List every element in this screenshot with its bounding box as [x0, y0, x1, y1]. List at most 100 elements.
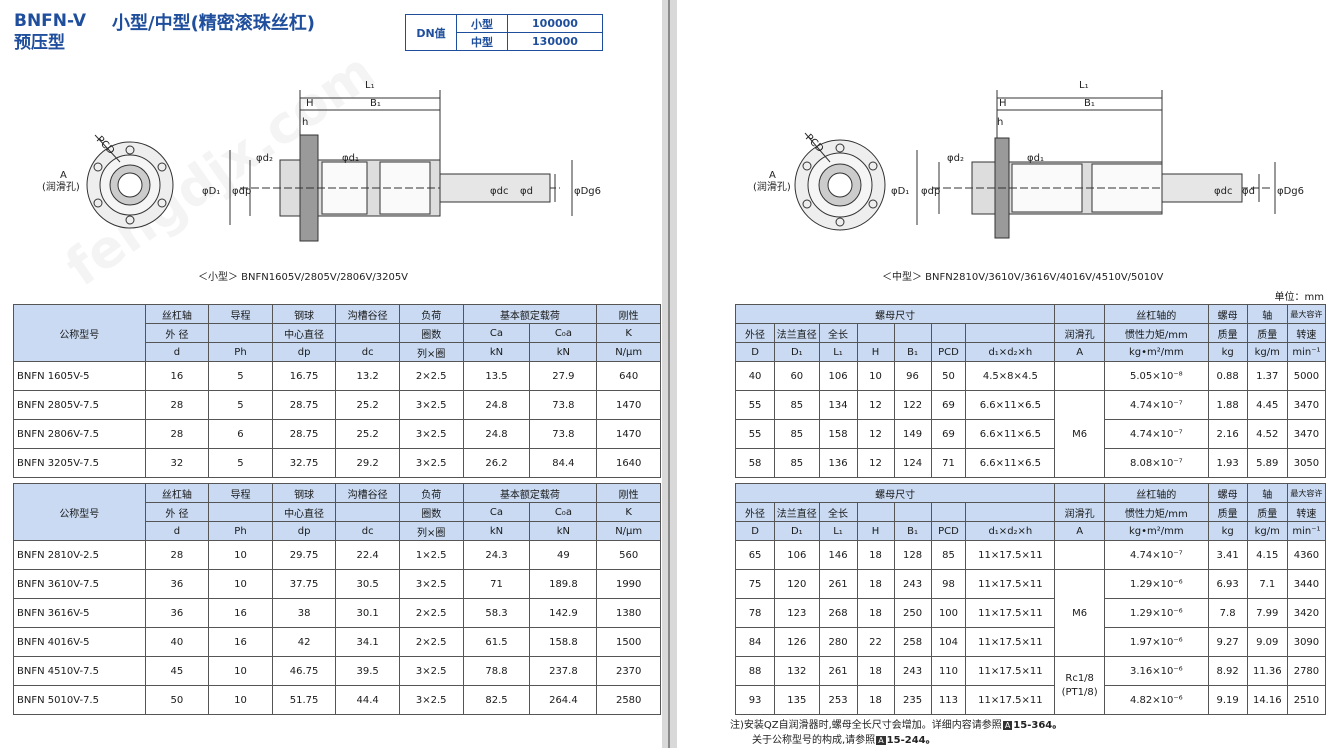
cell-h: 18	[856, 685, 895, 715]
cell-b1: 258	[893, 627, 932, 657]
col-load-2: 圈数	[398, 323, 464, 343]
cell-shaft-d: 28	[144, 419, 210, 449]
cell-shaft-mass: 9.09	[1246, 627, 1288, 657]
cell-inertia: 1.97×10⁻⁶	[1103, 627, 1209, 657]
dim-dg6: φDg6	[574, 186, 601, 197]
cell-flange-d1: 85	[774, 390, 820, 420]
col-L1: 全长	[818, 323, 858, 343]
cell-inertia: 4.82×10⁻⁶	[1103, 685, 1209, 715]
col-root-1: 沟槽谷径	[335, 304, 400, 324]
left-page: fengdjx.com BNFN-V 预压型 小型/中型(精密滚珠丝杠) DN值…	[0, 0, 662, 748]
cell-shaft-mass: 7.1	[1246, 569, 1288, 599]
cell-pcd: 71	[930, 448, 967, 478]
small-type-caption: ＜小型＞ BNFN1605V/2805V/2806V/3205V	[198, 272, 409, 283]
cell-model: BNFN 4016V-5	[13, 627, 146, 657]
cell-max-speed: 2510	[1286, 685, 1327, 715]
cell-ca: 24.8	[462, 390, 531, 420]
cell-model: BNFN 2805V-7.5	[13, 390, 146, 420]
col-shaftmass-2: 质量	[1246, 502, 1288, 522]
cell-max-speed: 3050	[1286, 448, 1327, 478]
cell-h: 18	[856, 540, 895, 570]
dim-dg6: φDg6	[1277, 186, 1304, 197]
cell-root-dc: 44.4	[335, 685, 400, 715]
cell-nut-d: 93	[734, 685, 776, 715]
cell-bolt: 11×17.5×11	[965, 685, 1056, 715]
col-lube-sym: A	[1054, 342, 1105, 362]
cell-lube: M6	[1054, 390, 1105, 478]
cell-nut-mass: 2.16	[1207, 419, 1248, 449]
col-nutmass-unit: kg	[1207, 342, 1248, 362]
col-root-2	[335, 502, 400, 522]
cell-pcd: 98	[930, 569, 967, 599]
col-D1-sym: D₁	[774, 342, 820, 362]
cell-shaft-d: 50	[144, 685, 210, 715]
cell-bolt: 11×17.5×11	[965, 598, 1056, 628]
cell-shaft-mass: 5.89	[1246, 448, 1288, 478]
cell-model: BNFN 3610V-7.5	[13, 569, 146, 599]
col-PCD-blank	[930, 502, 967, 522]
cell-nut-mass: 1.93	[1207, 448, 1248, 478]
col-lube-blank	[1054, 483, 1105, 503]
cell-length-l1: 261	[818, 569, 858, 599]
cell-pcd: 85	[930, 540, 967, 570]
cell-c0a: 189.8	[529, 569, 598, 599]
col-rating: 基本额定载荷	[462, 304, 598, 324]
cell-shaft-d: 16	[144, 361, 210, 391]
col-H-sym: H	[856, 521, 895, 541]
cell-ca: 58.3	[462, 598, 531, 628]
cell-stiffness: 1380	[596, 598, 661, 628]
lube-hole-desc: (润滑孔)	[42, 180, 80, 193]
cell-lead: 10	[208, 569, 273, 599]
col-shaft-1: 丝杠轴	[144, 483, 210, 503]
cell-stiffness: 2370	[596, 656, 661, 686]
cell-nut-d: 55	[734, 390, 776, 420]
cell-c0a: 264.4	[529, 685, 598, 715]
cell-c0a: 49	[529, 540, 598, 570]
cell-model: BNFN 5010V-7.5	[13, 685, 146, 715]
cell-lead: 10	[208, 685, 273, 715]
cell-h: 10	[856, 361, 895, 391]
cell-nut-mass: 9.27	[1207, 627, 1248, 657]
cell-turns: 3×2.5	[398, 685, 464, 715]
cell-max-speed: 3090	[1286, 627, 1327, 657]
cell-ball-dp: 46.75	[271, 656, 337, 686]
col-ball-3: dp	[271, 342, 337, 362]
nut-side-view	[916, 90, 1276, 239]
cell-length-l1: 261	[818, 656, 858, 686]
cell-b1: 250	[893, 598, 932, 628]
cell-lead: 10	[208, 656, 273, 686]
col-B1-blank	[893, 323, 932, 343]
cell-shaft-d: 32	[144, 448, 210, 478]
col-lead-1: 导程	[208, 483, 273, 503]
page-title: 小型/中型(精密滚珠丝杠)	[112, 13, 316, 34]
cell-pcd: 110	[930, 656, 967, 686]
cell-lube-blank	[1054, 361, 1105, 391]
dn-label: DN值	[405, 14, 457, 51]
cell-length-l1: 134	[818, 390, 858, 420]
col-lube: 润滑孔	[1054, 502, 1105, 522]
col-lube-sym: A	[1054, 521, 1105, 541]
col-ball-2: 中心直径	[271, 502, 337, 522]
col-stiff-3: N/μm	[596, 342, 661, 362]
col-rating: 基本额定载荷	[462, 483, 598, 503]
cell-shaft-mass: 7.99	[1246, 598, 1288, 628]
cell-b1: 149	[893, 419, 932, 449]
cell-nut-mass: 0.88	[1207, 361, 1248, 391]
cell-nut-mass: 1.88	[1207, 390, 1248, 420]
small-type-drawing: PCD A (润滑孔) L₁ B₁ H h φd₂ φd₁ φD₁ φdp φd…	[42, 80, 601, 242]
cell-b1: 96	[893, 361, 932, 391]
cell-nut-d: 58	[734, 448, 776, 478]
col-nut-dims: 螺母尺寸	[734, 483, 1056, 503]
col-shaftmass-unit: kg/m	[1246, 342, 1288, 362]
cell-nut-mass: 7.8	[1207, 598, 1248, 628]
col-speed-2: 转速	[1286, 502, 1327, 522]
cell-bolt: 11×17.5×11	[965, 540, 1056, 570]
col-ca: Ca	[462, 323, 531, 343]
col-inertia-unit: kg•m²/mm	[1103, 521, 1209, 541]
col-D-sym: D	[734, 521, 776, 541]
cell-lead: 10	[208, 540, 273, 570]
col-H-blank	[856, 323, 895, 343]
cell-h: 12	[856, 390, 895, 420]
cell-c0a: 142.9	[529, 598, 598, 628]
